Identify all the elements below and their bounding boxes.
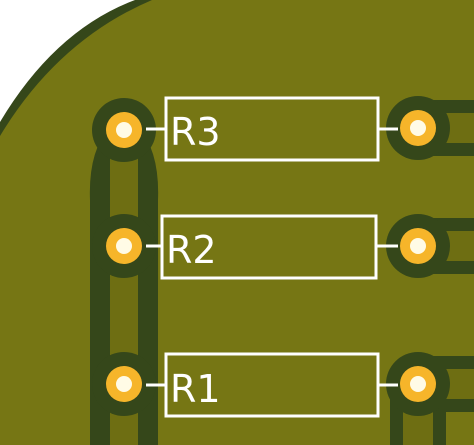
r2-ref-label: R2 [166,228,217,272]
r1-pad-1-hole [116,376,132,392]
r3-ref-label: R3 [170,110,221,154]
component-r3[interactable]: R3 [106,96,436,162]
component-r2[interactable]: R2 [106,214,436,280]
r1-pad-2-hole [410,376,426,392]
r2-pad-2-hole [410,238,426,254]
r1-ref-label: R1 [170,367,221,411]
r3-pad-2-hole [410,120,426,136]
r3-pad-1-hole [116,122,132,138]
r2-pad-1-hole [116,238,132,254]
component-r1[interactable]: R1 [106,352,436,418]
